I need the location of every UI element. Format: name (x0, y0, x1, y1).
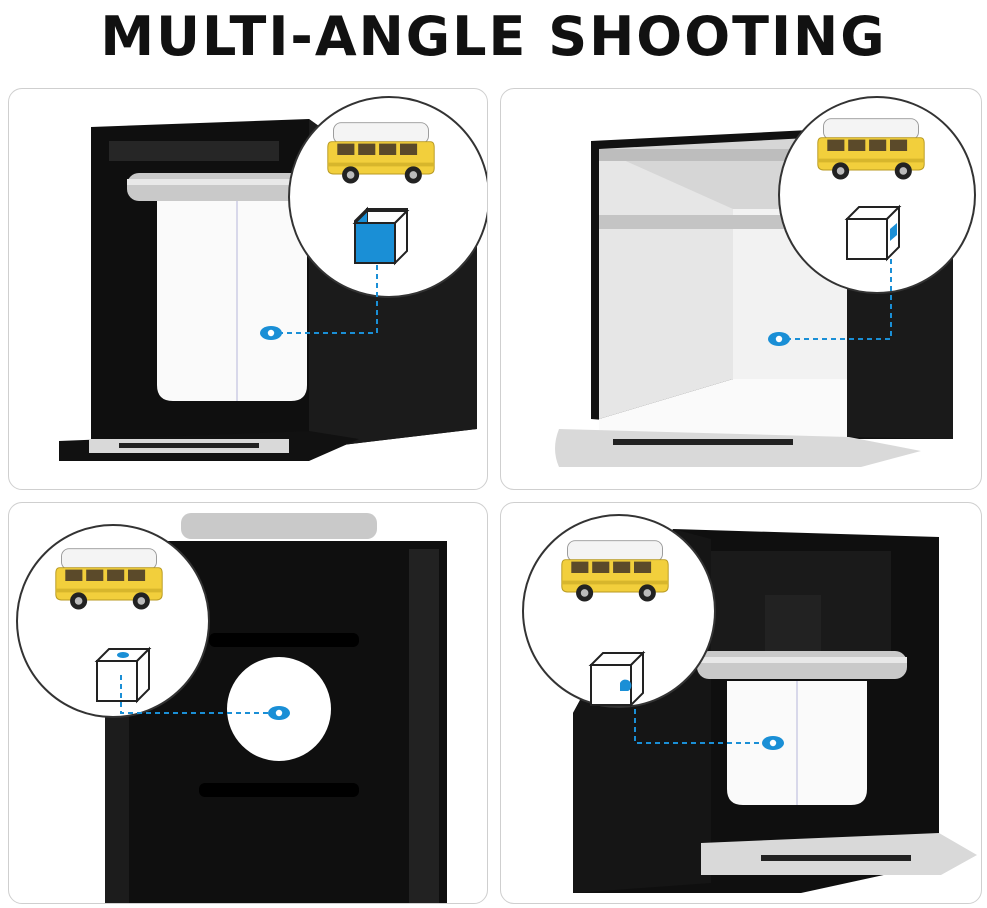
eye-icon (260, 326, 282, 340)
light-bar (127, 173, 315, 201)
side-view-illustration (16, 513, 447, 903)
base-pad (701, 833, 977, 875)
panel-side-view (8, 502, 488, 904)
cube-icon (94, 646, 152, 704)
sightline (279, 265, 378, 334)
eye-icon (268, 706, 290, 720)
eye-icon (768, 332, 790, 346)
panel-top-view (500, 88, 982, 490)
cube-icon (844, 204, 902, 262)
front-view-illustration (59, 96, 487, 461)
bus-image (55, 548, 163, 610)
bus-image (817, 118, 925, 180)
base-pad (555, 429, 921, 467)
sightline (634, 709, 763, 744)
top-view-illustration (555, 96, 976, 467)
page-title: MULTI-ANGLE SHOOTING (100, 4, 887, 68)
light-bar (697, 651, 907, 679)
sightline (120, 675, 271, 714)
cube-icon (588, 650, 646, 708)
panel-angle-view (500, 502, 982, 904)
eye-icon (762, 736, 784, 750)
cube-icon (352, 206, 410, 266)
panel-front-view (8, 88, 488, 490)
angle-view-illustration (522, 514, 977, 893)
bus-image (561, 540, 669, 602)
light-bar (181, 513, 377, 539)
bus-image (327, 122, 435, 184)
tent-opening (157, 201, 307, 401)
